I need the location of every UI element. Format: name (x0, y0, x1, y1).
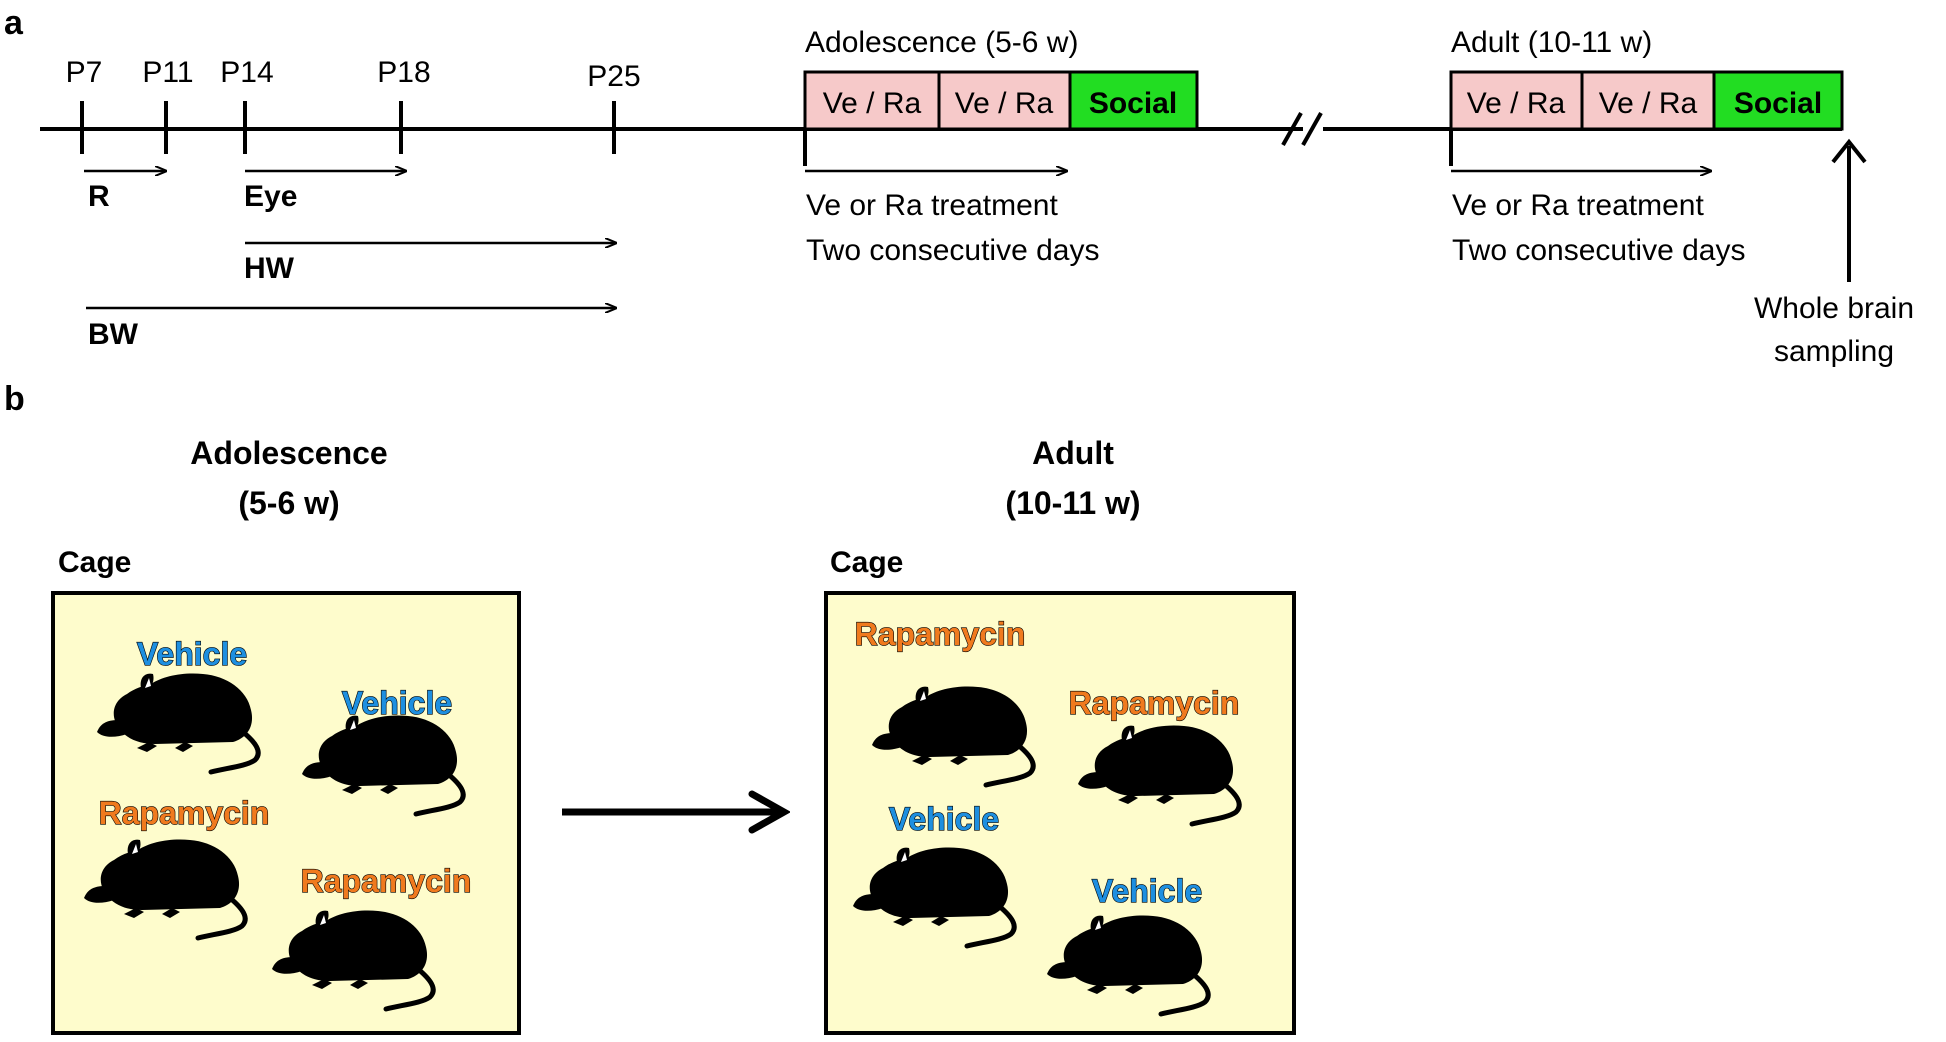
adolescence-subtitle: (5-6 w) (238, 485, 339, 521)
adult-subtitle: (10-11 w) (1005, 485, 1140, 521)
tick-group (80, 101, 616, 154)
adult-schedule-title: Adult (10-11 w) (1451, 26, 1652, 59)
range-label-eye: Eye (244, 180, 297, 213)
treatment-text: Two consecutive days (806, 234, 1099, 267)
axis-break-mark (1301, 112, 1323, 146)
treatment-text: Two consecutive days (1452, 234, 1745, 267)
treatment-block-label: Ve / Ra (1467, 87, 1566, 120)
axis-break-mark (1281, 112, 1303, 146)
sampling-text: Whole brain (1754, 292, 1914, 325)
treatment-text: Ve or Ra treatment (1452, 189, 1704, 222)
adult-cage (824, 591, 1296, 1035)
adult-title: Adult (1032, 435, 1114, 471)
tick-label: P25 (587, 60, 640, 93)
panel-a-label: a (4, 4, 24, 42)
treatment-block-label: Ve / Ra (823, 87, 922, 120)
cage-label: Cage (830, 546, 903, 579)
adolescence-treatment-block (937, 70, 1072, 131)
tick-label: P7 (66, 56, 103, 89)
treatment-block-label: Ve / Ra (1599, 87, 1698, 120)
tick-label: P14 (220, 56, 273, 89)
range-label-bw: BW (88, 318, 139, 351)
tick-label: P11 (142, 56, 193, 89)
sampling-text: sampling (1774, 335, 1894, 368)
rapamycin-label: Rapamycin (301, 863, 472, 899)
adult-treatment-block (1449, 70, 1584, 131)
rapamycin-label: Rapamycin (855, 616, 1026, 652)
cage-label: Cage (58, 546, 131, 579)
tick-label: P18 (377, 56, 430, 89)
range-label-r: R (88, 180, 110, 213)
vehicle-label: Vehicle (137, 636, 247, 672)
panel-b-label: b (4, 380, 25, 418)
range-label-hw: HW (244, 252, 295, 285)
adult-social-block (1712, 70, 1844, 131)
adolescence-schedule-title: Adolescence (5-6 w) (805, 26, 1078, 59)
treatment-block-label: Ve / Ra (955, 87, 1054, 120)
treatment-text: Ve or Ra treatment (806, 189, 1058, 222)
sampling-arrow-head (1831, 138, 1867, 164)
rapamycin-label: Rapamycin (1069, 685, 1240, 721)
adolescence-social-block (1068, 70, 1199, 131)
vehicle-label: Vehicle (1092, 873, 1202, 909)
adolescence-title: Adolescence (190, 435, 387, 471)
rapamycin-label: Rapamycin (99, 795, 270, 831)
adult-treatment-block (1580, 70, 1716, 131)
vehicle-label: Vehicle (342, 685, 452, 721)
social-block-label: Social (1734, 87, 1822, 120)
social-block-label: Social (1089, 87, 1177, 120)
vehicle-label: Vehicle (889, 801, 999, 837)
